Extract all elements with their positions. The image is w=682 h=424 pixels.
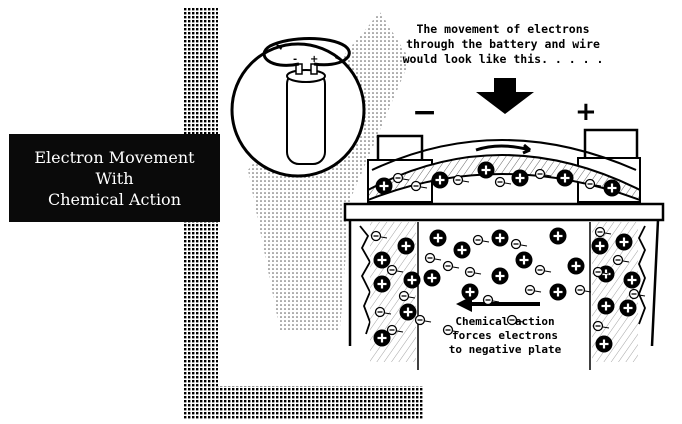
electron [526,286,542,295]
title-line-2: With [95,168,133,189]
electron [630,290,646,299]
electron [512,240,528,249]
positive-charge [620,300,637,317]
electron [416,316,432,325]
electron-flow-arrow-icon [476,145,530,153]
positive-charge [454,242,471,259]
svg-text:-: - [293,54,297,65]
top-caption-line-2: through the battery and wire [398,37,608,52]
positive-charge [374,252,391,269]
top-caption: The movement of electrons through the ba… [398,22,608,67]
positive-charge [492,230,509,247]
positive-charge [512,170,529,187]
positive-charge [557,170,574,187]
top-caption-line-3: would look like this. . . . . [398,52,608,67]
title-line-3: Chemical Action [48,189,181,210]
positive-charge [604,180,621,197]
electron [536,266,552,275]
bottom-caption-line-3: to negative plate [440,343,570,357]
electron [426,254,442,263]
positive-charge [404,272,421,289]
positive-charge [424,270,441,287]
negative-sign: − [412,95,437,130]
positive-charge [400,304,417,321]
positive-charge [432,172,449,189]
positive-charge [598,298,615,315]
title-line-1: Electron Movement [34,147,194,168]
positive-charge [516,252,533,269]
electron [576,286,592,295]
positive-charge [592,238,609,255]
electron [474,236,490,245]
battery-lid [345,204,663,220]
title-box: Electron Movement With Chemical Action [9,134,220,222]
positive-charge [550,228,567,245]
bottom-caption-line-1: Chemical action [440,315,570,329]
bottom-caption: Chemical action forces electrons to nega… [440,315,570,357]
electron [496,178,512,187]
positive-charge [568,258,585,275]
bottom-caption-line-2: forces electrons [440,329,570,343]
electron [444,262,460,271]
positive-charge [624,272,641,289]
svg-text:+: + [310,54,318,65]
down-arrow-icon [476,78,534,114]
top-caption-line-1: The movement of electrons [398,22,608,37]
positive-charge [430,230,447,247]
positive-charge [550,284,567,301]
positive-charge [462,284,479,301]
electron [454,176,470,185]
positive-charge [374,276,391,293]
positive-charge [398,238,415,255]
positive-charge [376,178,393,195]
positive-charge [596,336,613,353]
positive-charge [616,234,633,251]
electron [466,268,482,277]
positive-charge [492,268,509,285]
positive-sign: + [575,97,597,127]
battery-inset-icon: - + [232,39,364,177]
positive-charge [478,162,495,179]
